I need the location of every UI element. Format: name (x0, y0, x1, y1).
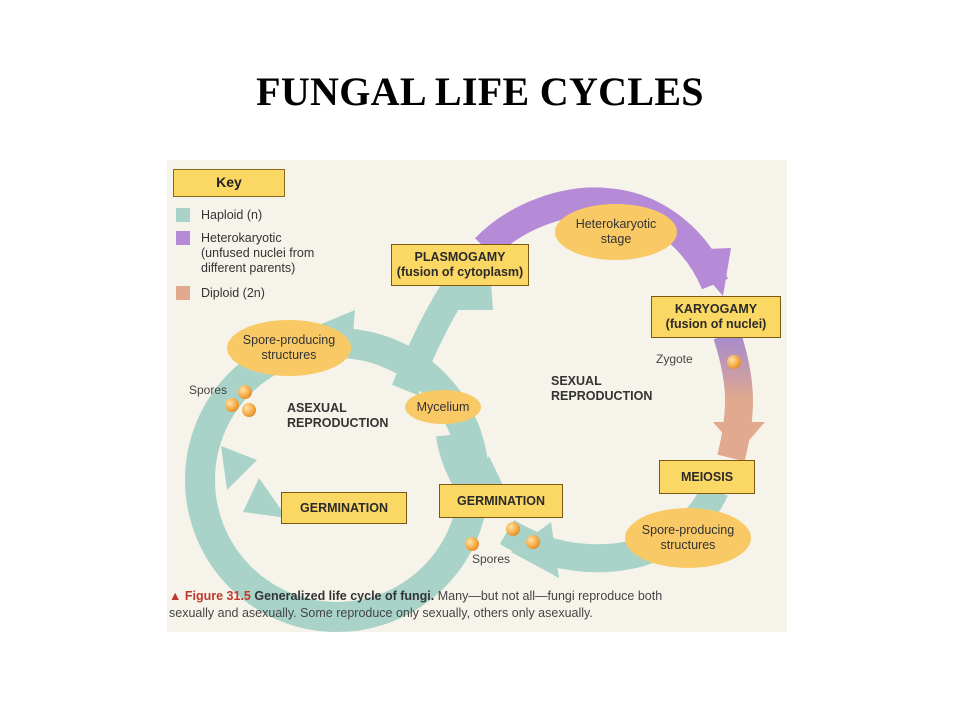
figure-caption: ▲ Figure 31.5 Generalized life cycle of … (169, 588, 781, 622)
key-diploid: Diploid (2n) (167, 286, 367, 302)
spore-left-2 (225, 398, 239, 412)
plasmogamy-subtitle: (fusion of cytoplasm) (396, 265, 524, 279)
meiosis-box: MEIOSIS (659, 460, 755, 494)
heterokaryotic-arrow (474, 187, 728, 290)
zygote-cell (727, 355, 741, 369)
to-zygote-arrow (713, 330, 753, 401)
spore-structures-right-line1: Spore-producing (641, 523, 735, 537)
germination-left-label: GERMINATION (300, 500, 388, 515)
caption-marker: ▲ (169, 589, 182, 603)
arrowhead-spores (511, 522, 559, 578)
asexual-reproduction-label: ASEXUAL REPRODUCTION (287, 401, 388, 431)
spore-structures-right-line2: structures (660, 538, 716, 552)
zygote-label: Zygote (656, 352, 693, 366)
diploid-swatch (176, 286, 190, 300)
spore-structures-left-line2: structures (261, 348, 317, 362)
caption-bold-text: Generalized life cycle of fungi. (254, 589, 435, 603)
caption-line2: sexually and asexually. Some reproduce o… (169, 606, 593, 620)
spore-structures-left-oval: Spore-producing structures (227, 320, 351, 376)
haploid-swatch (176, 208, 190, 222)
spore-structures-right-oval: Spore-producing structures (625, 508, 751, 568)
caption-line1-text: Many—but not all—fungi reproduce both (437, 589, 663, 603)
caption-line1: ▲ Figure 31.5 Generalized life cycle of … (169, 588, 781, 605)
heterokaryotic-swatch (176, 231, 190, 245)
key-diploid-label: Diploid (2n) (201, 286, 265, 300)
slide-title: FUNGAL LIFE CYCLES (256, 69, 704, 114)
spore-structures-left-line1: Spore-producing (242, 333, 336, 347)
mycelium-label: Mycelium (416, 399, 470, 414)
heterokaryotic-stage-line1: Heterokaryotic (575, 217, 657, 231)
mycelium-oval: Mycelium (405, 390, 481, 424)
sexual-reproduction-label: SEXUAL REPRODUCTION (551, 374, 652, 404)
arrowhead-asexual-germination (243, 478, 287, 518)
spore-bottom-2 (526, 535, 540, 549)
spore-left-1 (238, 385, 252, 399)
key-haploid-label: Haploid (n) (201, 208, 263, 222)
arrowhead-asexual-down (221, 446, 257, 490)
asexual-loop-arrow (185, 328, 489, 632)
sexual-line2: REPRODUCTION (551, 389, 653, 403)
life-cycle-figure: Key Haploid (n) Heterokaryotic (unfused … (167, 160, 787, 632)
key-heterokaryotic-sub2: different parents) (201, 261, 296, 275)
heterokaryotic-stage-oval: Heterokaryotic stage (555, 204, 677, 260)
asexual-line2: REPRODUCTION (287, 416, 389, 430)
germination-right-label: GERMINATION (457, 493, 545, 508)
arrowhead-karyogamy (683, 248, 731, 296)
germination-right-box: GERMINATION (439, 484, 563, 518)
plasmogamy-box: PLASMOGAMY (fusion of cytoplasm) (391, 244, 529, 286)
plasmogamy-title: PLASMOGAMY (414, 250, 506, 264)
spore-bottom-3 (465, 537, 479, 551)
spores-left-label: Spores (189, 383, 228, 397)
key-title: Key (173, 169, 285, 197)
spore-bottom-1 (506, 522, 520, 536)
heterokaryotic-stage-line2: stage (600, 232, 632, 246)
key-heterokaryotic-label: Heterokaryotic (201, 231, 282, 245)
sexual-line1: SEXUAL (551, 374, 602, 388)
key-heterokaryotic-sub1: (unfused nuclei from (201, 246, 315, 260)
germination-left-box: GERMINATION (281, 492, 407, 524)
key-haploid: Haploid (n) (167, 208, 367, 224)
karyogamy-subtitle: (fusion of nuclei) (665, 317, 767, 331)
karyogamy-box: KARYOGAMY (fusion of nuclei) (651, 296, 781, 338)
karyogamy-title: KARYOGAMY (674, 302, 758, 316)
caption-figure-number: Figure 31.5 (184, 589, 251, 603)
meiosis-label: MEIOSIS (680, 469, 734, 484)
spores-bottom-label: Spores (472, 552, 511, 566)
asexual-line1: ASEXUAL (287, 401, 347, 415)
key-heterokaryotic: Heterokaryotic (unfused nuclei from diff… (167, 231, 367, 279)
spore-left-3 (242, 403, 256, 417)
arrowhead-meiosis (713, 422, 765, 452)
